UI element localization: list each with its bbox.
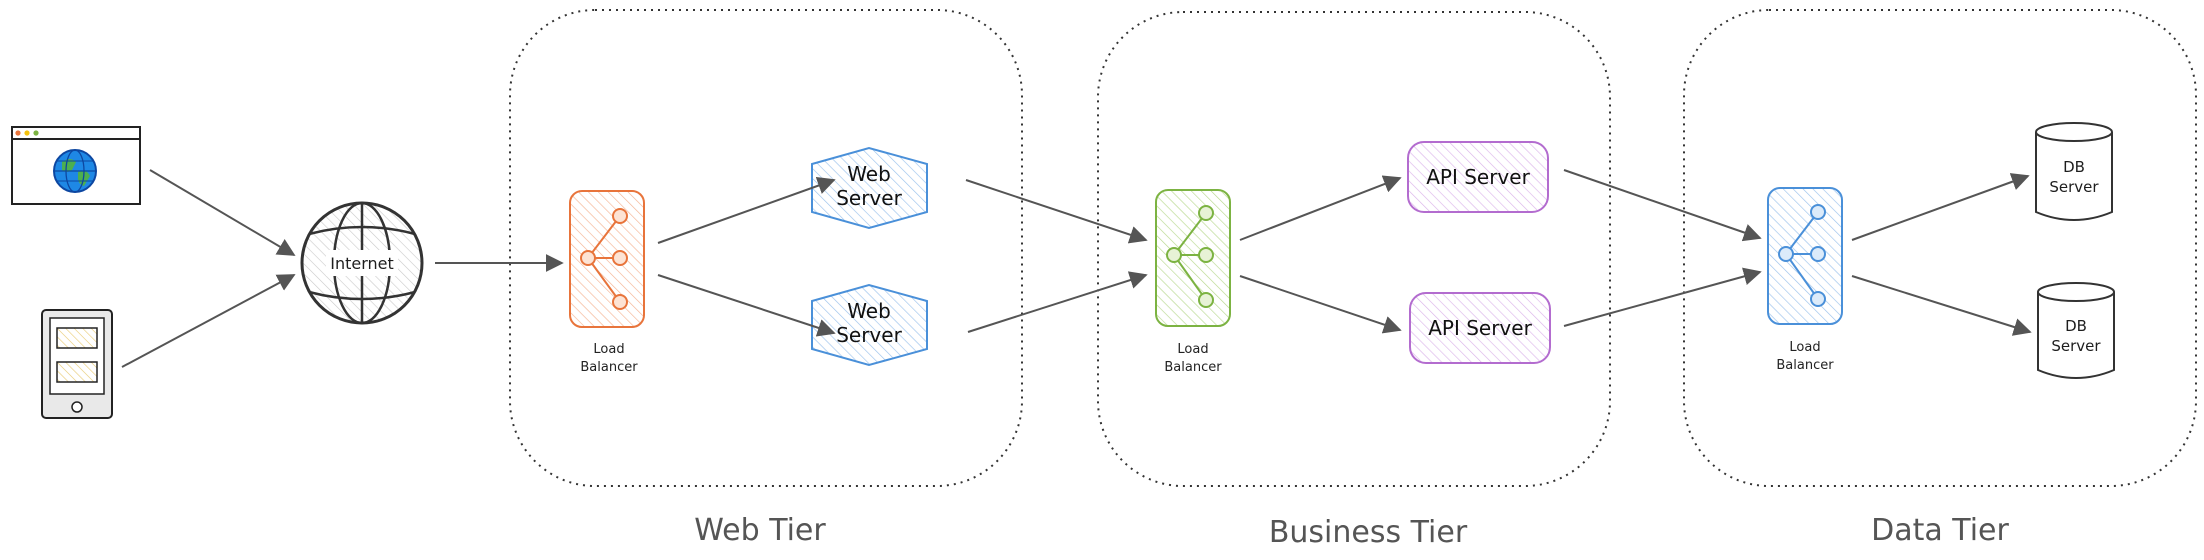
api-server-2: API Server bbox=[1409, 292, 1551, 364]
data-tier-container bbox=[1683, 9, 2197, 487]
business-load-balancer: Load Balancer bbox=[1155, 189, 1231, 375]
connections bbox=[121, 169, 2032, 368]
arrow-web-lb-to-web-server-1 bbox=[657, 176, 836, 244]
api-server-2-label: API Server bbox=[1428, 316, 1532, 340]
arrow-data-lb-to-db-1 bbox=[1851, 173, 2030, 241]
arrow-data-lb-to-db-2 bbox=[1851, 275, 2032, 336]
globe-small-icon bbox=[53, 149, 97, 193]
db-server-1: DB Server bbox=[2035, 122, 2113, 221]
web-lb-label-line1: Load bbox=[593, 342, 624, 357]
api-server-1: API Server bbox=[1407, 141, 1549, 213]
web-server-2: Web Server bbox=[811, 283, 928, 367]
db-server-1-line2: Server bbox=[2049, 178, 2099, 196]
api-server-1-label: API Server bbox=[1426, 165, 1530, 189]
web-server-1-line1: Web bbox=[847, 162, 891, 186]
arrow-api-2-to-data-lb bbox=[1563, 267, 1762, 327]
tablet-icon bbox=[41, 309, 113, 419]
arrow-web-lb-to-web-server-2 bbox=[657, 274, 836, 337]
arrow-tablet-to-internet bbox=[121, 274, 296, 368]
load-balancer-icon bbox=[1778, 204, 1826, 307]
arrow-api-1-to-data-lb bbox=[1563, 169, 1762, 242]
web-server-2-line2: Server bbox=[836, 323, 902, 347]
business-tier-label: Business Tier bbox=[1269, 515, 1468, 550]
web-server-1: Web Server bbox=[811, 146, 928, 230]
internet-globe-icon: Internet bbox=[300, 201, 424, 325]
arrow-browser-to-internet bbox=[149, 169, 296, 256]
web-server-1-line2: Server bbox=[836, 186, 902, 210]
business-lb-label-line1: Load bbox=[1177, 342, 1208, 357]
load-balancer-icon bbox=[1166, 205, 1214, 308]
data-lb-label-line1: Load bbox=[1789, 340, 1820, 355]
web-tier-container bbox=[509, 9, 1023, 487]
internet-label: Internet bbox=[330, 254, 394, 273]
business-lb-label-line2: Balancer bbox=[1164, 360, 1222, 375]
load-balancer-icon bbox=[580, 208, 628, 310]
arrow-business-lb-to-api-1 bbox=[1239, 175, 1402, 241]
db-server-2-line1: DB bbox=[2065, 317, 2087, 335]
web-tier-label: Web Tier bbox=[694, 513, 826, 548]
arrow-business-lb-to-api-2 bbox=[1239, 275, 1402, 334]
arrow-web-server-2-to-business-lb bbox=[967, 271, 1148, 333]
data-tier-label: Data Tier bbox=[1871, 513, 2009, 548]
arrow-web-server-1-to-business-lb bbox=[965, 179, 1148, 244]
web-load-balancer: Load Balancer bbox=[569, 190, 645, 375]
web-lb-label-line2: Balancer bbox=[580, 360, 638, 375]
data-lb-label-line2: Balancer bbox=[1776, 358, 1834, 373]
web-server-2-line1: Web bbox=[847, 299, 891, 323]
db-server-2-line2: Server bbox=[2051, 337, 2101, 355]
data-load-balancer: Load Balancer bbox=[1767, 187, 1843, 373]
db-server-1-line1: DB bbox=[2063, 158, 2085, 176]
db-server-2: DB Server bbox=[2037, 282, 2115, 379]
browser-window-icon bbox=[11, 126, 141, 205]
